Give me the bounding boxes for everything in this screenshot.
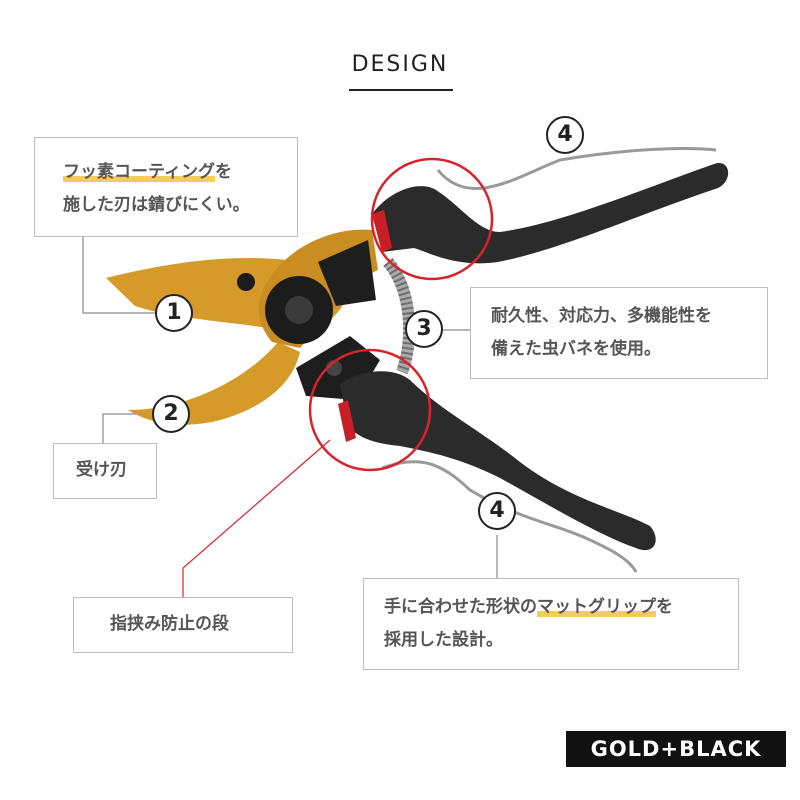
- variant-badge: GOLD+BLACK: [566, 731, 786, 767]
- guard-highlight-circle-lower: [308, 348, 432, 472]
- page-title: DESIGN: [351, 52, 449, 77]
- spring-coil: [383, 258, 416, 375]
- upper-guard-red: [372, 210, 392, 252]
- guard-text: 指挟み防止の段: [110, 614, 229, 634]
- blade-screw: [237, 273, 255, 291]
- marker-1: 1: [155, 294, 193, 332]
- callout-coating: フッ素コーティングを 施した刃は錆びにくい。: [34, 137, 298, 237]
- coating-highlight: フッ素コーティング: [63, 162, 215, 182]
- callout-finger-guard: 指挟み防止の段: [73, 597, 293, 653]
- connector-line-guard: [182, 439, 331, 598]
- receiver-text: 受け刃: [76, 460, 127, 480]
- callout-receiver-blade: 受け刃: [53, 443, 157, 499]
- lower-handle: [340, 371, 656, 551]
- grip-line1-post: を: [656, 597, 673, 617]
- callout-grip: 手に合わせた形状のマットグリップを 採用した設計。: [363, 578, 739, 670]
- spring-line2: 備えた虫バネを使用。: [491, 339, 661, 359]
- upper-handle: [372, 162, 729, 264]
- grip-contour-bottom: [381, 460, 638, 573]
- lower-blade: [128, 342, 300, 425]
- connector-line-2: [102, 413, 152, 443]
- marker-4-bottom: 4: [478, 492, 516, 530]
- connector-line-1: [82, 237, 155, 314]
- grip-line2: 採用した設計。: [384, 630, 503, 650]
- title-underline: [349, 89, 453, 91]
- pivot-bolt: [285, 296, 313, 324]
- guard-highlight-circle-upper: [370, 157, 494, 281]
- marker-2: 2: [152, 395, 190, 433]
- coating-line2: 施した刃は錆びにくい。: [63, 195, 250, 215]
- coating-rest: を: [214, 162, 232, 182]
- callout-spring: 耐久性、対応力、多機能性を 備えた虫バネを使用。: [470, 287, 768, 379]
- grip-contour-top: [436, 146, 717, 190]
- upper-lock: [318, 240, 376, 306]
- spring-line1: 耐久性、対応力、多機能性を: [491, 306, 712, 326]
- marker-4-top: 4: [546, 116, 584, 154]
- marker-3: 3: [405, 310, 443, 348]
- grip-highlight: マットグリップ: [537, 597, 656, 617]
- grip-line1-pre: 手に合わせた形状の: [384, 597, 537, 617]
- lower-guard-red: [338, 400, 356, 442]
